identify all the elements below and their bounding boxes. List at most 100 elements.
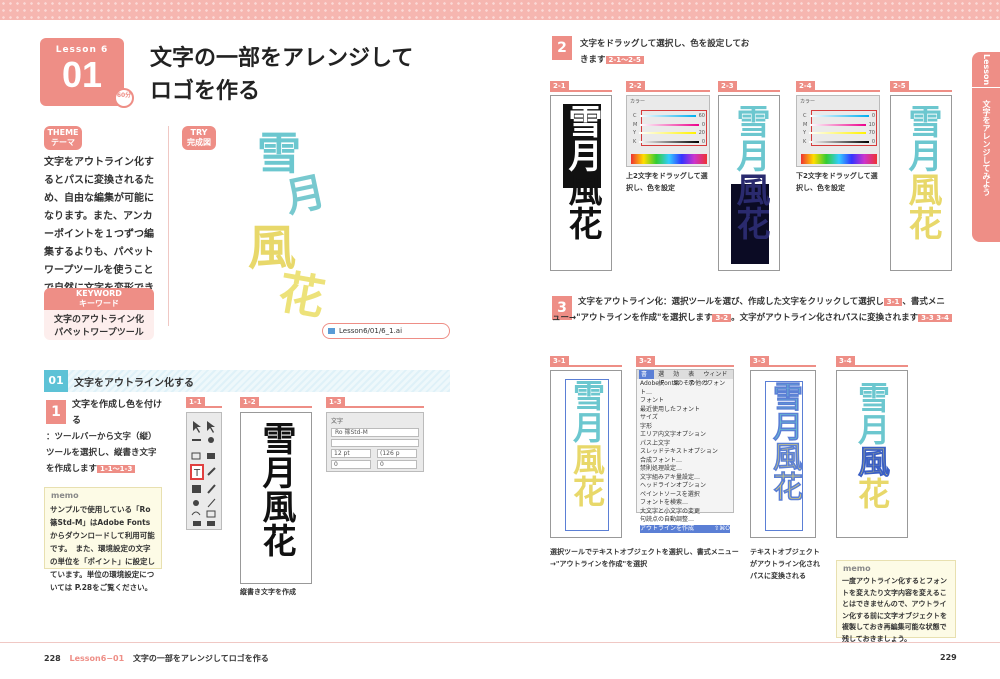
menu-item[interactable]: アウトラインを作成⇧⌘O xyxy=(640,524,730,533)
menu-item[interactable]: エリア内文字オプション xyxy=(640,431,707,438)
y-value[interactable]: 70 xyxy=(868,130,875,136)
tag-line xyxy=(796,90,880,92)
tag-line xyxy=(750,365,816,367)
keyword-1: 文字のアウトライン化 xyxy=(53,315,144,325)
footer-rule xyxy=(0,642,1000,643)
fig-tag-1-2: 1-2 xyxy=(240,397,259,407)
fig-tag-2-3: 2-3 xyxy=(718,81,737,91)
c3: 風 xyxy=(256,489,296,523)
lesson-badge: Lesson 6 01 xyxy=(40,38,124,106)
menu-item[interactable]: 最近使用したフォント xyxy=(640,405,701,413)
section-header xyxy=(44,370,450,392)
k-value[interactable]: 0 xyxy=(871,138,875,145)
memo-1-text: サンプルで使用している「Ro 篠Std-M」はAdobe Fontsからダウンロ… xyxy=(50,505,155,592)
menu-bar-item[interactable]: 効果 xyxy=(673,371,680,387)
menu-item[interactable]: 字形 xyxy=(640,422,653,430)
memo-2-head: memo xyxy=(843,564,871,573)
m-label: M xyxy=(633,121,638,128)
step-1-heading: 文字を作成し色を付ける xyxy=(72,400,163,426)
style-field[interactable] xyxy=(331,439,419,447)
c1: 雪 xyxy=(853,381,891,413)
k-label: K xyxy=(633,138,637,145)
fig-tag-3-1: 3-1 xyxy=(550,356,569,366)
step-1-body: ：ツールバーから文字（縦）ツールを選択し、縦書き文字を作成します xyxy=(46,432,157,474)
menu-item[interactable]: フォントを検索… xyxy=(640,499,689,506)
c-value[interactable]: 0 xyxy=(871,113,875,119)
step-1-number: 1 xyxy=(46,400,66,424)
menu-item[interactable]: ヘッドラインオプション xyxy=(640,482,707,489)
k-value[interactable]: 0 xyxy=(701,138,705,145)
menu-bar-item[interactable]: 書式 xyxy=(639,370,655,387)
theme-label-ja: テーマ xyxy=(51,138,75,147)
c3: 風 xyxy=(767,441,803,472)
y-label: Y xyxy=(633,130,637,136)
cmyk-highlight xyxy=(811,110,877,146)
footer-title: 文字の一部をアレンジしてロゴを作る xyxy=(132,654,269,663)
tracking-field[interactable]: 0 xyxy=(377,460,417,469)
tag-line xyxy=(836,365,908,367)
step-3-ref-2: 3-2 xyxy=(712,314,732,322)
c4: 花 xyxy=(730,206,770,240)
sample-file-link[interactable]: Lesson6/01/6_1.ai xyxy=(322,323,450,339)
page-title: 文字の一部をアレンジして ロゴを作る xyxy=(150,42,413,108)
fig-tag-2-1: 2-1 xyxy=(550,81,569,91)
c1: 雪 xyxy=(902,104,942,138)
color-panel-title: カラー xyxy=(800,99,816,105)
c2: 月 xyxy=(562,138,602,172)
menu-item[interactable]: 句読点の自動調整… xyxy=(640,516,695,523)
menu-item[interactable]: ペイントソースを選択 xyxy=(640,490,700,498)
memo-2-text: 一度アウトライン化するとフォントを変えたり文字内容を変えることはできませんので、… xyxy=(842,577,947,643)
c3: 風 xyxy=(562,172,602,206)
menu-bar-item[interactable]: 表示 xyxy=(688,371,695,387)
try-label-en: TRY xyxy=(190,128,208,137)
menu-bar-item[interactable]: ウィンドウ xyxy=(703,371,728,387)
menu-item[interactable]: フォント xyxy=(640,397,665,404)
fig12-text: 雪月風花 xyxy=(256,421,296,557)
selection-box[interactable] xyxy=(565,379,609,531)
fig33-text: 雪月風花 xyxy=(765,381,803,502)
font-field[interactable]: Ro 篠Std-M xyxy=(331,428,419,437)
logo-char-2: 月 xyxy=(274,169,329,219)
c2: 月 xyxy=(902,138,942,172)
y-value[interactable]: 20 xyxy=(698,130,705,136)
menu-item[interactable]: Adobe Fontsのその他のフォント… xyxy=(640,380,726,396)
timer-label: 60分 xyxy=(116,92,132,99)
leading-field[interactable]: (126 p xyxy=(377,449,417,458)
c3: 風 xyxy=(730,172,770,206)
menu-item[interactable]: サイズ xyxy=(640,414,658,421)
menu-item[interactable]: 文字組みアキ量設定… xyxy=(640,473,701,481)
menu-item[interactable]: 禁則処理設定… xyxy=(640,465,683,472)
figure-2-5: 雪月風花 xyxy=(890,95,952,271)
menu-item[interactable]: パス上文字 xyxy=(640,439,671,447)
keyword-label-ja: キーワード xyxy=(79,299,119,308)
chapter-tab[interactable] xyxy=(972,52,1000,242)
c-value[interactable]: 60 xyxy=(698,113,705,119)
size-field[interactable]: 12 pt xyxy=(331,449,371,458)
m-value[interactable]: 0 xyxy=(701,121,705,128)
color-spectrum[interactable] xyxy=(631,154,707,164)
memo-box-1: memo サンプルで使用している「Ro 篠Std-M」はAdobe Fontsか… xyxy=(44,487,162,592)
m-value[interactable]: 10 xyxy=(868,121,875,128)
chapter-tab-lesson: Lesson 6 xyxy=(954,52,1000,88)
menu-item[interactable]: 合成フォント… xyxy=(640,456,683,464)
outline-box xyxy=(765,381,803,531)
c4: 花 xyxy=(902,206,942,240)
tag-line xyxy=(636,365,734,367)
tag-line xyxy=(550,365,622,367)
menu-item[interactable]: スレッドテキストオプション xyxy=(640,448,718,455)
kerning-field[interactable]: 0 xyxy=(331,460,371,469)
color-spectrum[interactable] xyxy=(801,154,877,164)
fig-tag-3-3: 3-3 xyxy=(750,356,769,366)
logo-char-4: 花 xyxy=(268,265,330,321)
menu-bar-item[interactable]: 選択 xyxy=(658,371,665,387)
keyword-label-en: KEYWORD xyxy=(76,289,122,298)
fig34-text: 雪月風花 xyxy=(853,381,892,509)
menu-item[interactable]: 大文字と小文字の変更 xyxy=(640,507,701,515)
step-3-heading: 文字をアウトライン化 xyxy=(578,297,664,307)
tag-line xyxy=(550,90,612,92)
